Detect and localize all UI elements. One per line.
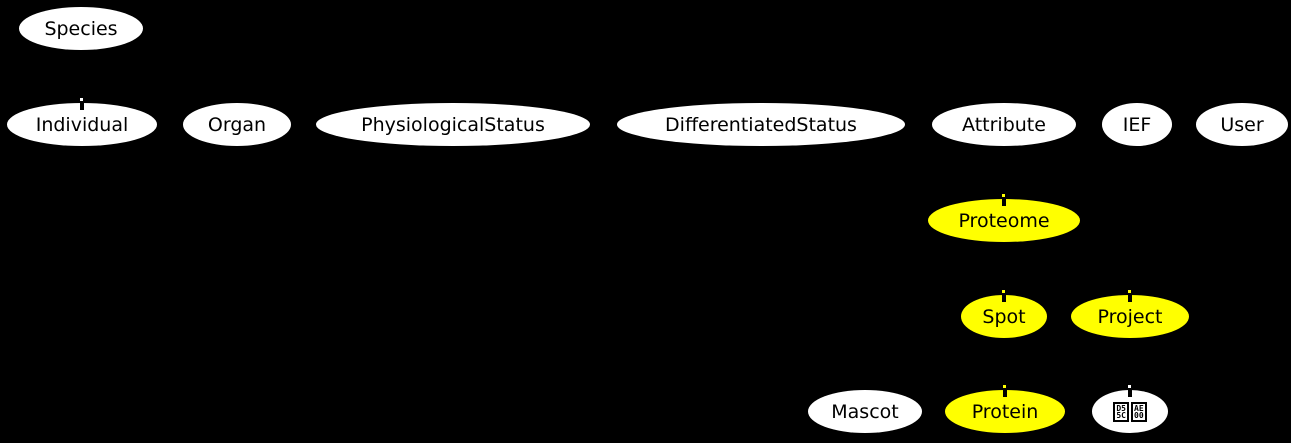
- node-individual[interactable]: Individual: [7, 103, 157, 146]
- node-protein[interactable]: Protein: [945, 390, 1065, 433]
- missing-glyph-box-ae00: AE 00: [1131, 401, 1147, 422]
- edge-arrowhead-artifact: [1002, 294, 1006, 302]
- node-protein-label: Protein: [971, 400, 1039, 423]
- node-physiological-status[interactable]: PhysiologicalStatus: [316, 103, 590, 146]
- edge-arrowhead-artifact: [1002, 290, 1005, 293]
- node-physiological-status-label: PhysiologicalStatus: [361, 113, 545, 136]
- node-individual-label: Individual: [35, 113, 129, 136]
- node-species[interactable]: Species: [19, 7, 143, 50]
- edge-arrowhead-artifact: [80, 98, 83, 101]
- edge-arrowhead-artifact: [80, 102, 84, 110]
- node-project-label: Project: [1097, 305, 1163, 328]
- node-user[interactable]: User: [1196, 103, 1288, 146]
- missing-glyph-label: D5 5C AE 00: [1113, 401, 1147, 422]
- node-ief[interactable]: IEF: [1102, 103, 1172, 146]
- node-organ-label: Organ: [207, 113, 267, 136]
- node-spot-label: Spot: [982, 305, 1026, 328]
- node-attribute[interactable]: Attribute: [932, 103, 1076, 146]
- node-species-label: Species: [44, 17, 118, 40]
- edge-arrowhead-artifact: [1128, 294, 1132, 302]
- edge-arrowhead-artifact: [1128, 389, 1132, 397]
- node-mascot-label: Mascot: [831, 400, 899, 423]
- node-mascot[interactable]: Mascot: [808, 390, 922, 433]
- missing-glyph-box-d55c: D5 5C: [1113, 401, 1129, 422]
- node-user-label: User: [1220, 113, 1264, 136]
- edge-arrowhead-artifact: [1003, 385, 1006, 388]
- node-hangul[interactable]: D5 5C AE 00: [1092, 390, 1168, 433]
- node-proteome-label: Proteome: [958, 209, 1050, 232]
- edge-arrowhead-artifact: [1128, 290, 1131, 293]
- edge-arrowhead-artifact: [1002, 194, 1005, 197]
- node-project[interactable]: Project: [1071, 295, 1189, 338]
- edge-arrowhead-artifact: [1128, 385, 1131, 388]
- node-proteome[interactable]: Proteome: [928, 199, 1080, 242]
- node-attribute-label: Attribute: [962, 113, 1046, 136]
- node-spot[interactable]: Spot: [961, 295, 1047, 338]
- node-differentiated-status[interactable]: DifferentiatedStatus: [617, 103, 905, 146]
- edge-arrowhead-artifact: [1002, 198, 1006, 206]
- edge-arrowhead-artifact: [1003, 389, 1007, 397]
- node-organ[interactable]: Organ: [183, 103, 291, 146]
- node-differentiated-status-label: DifferentiatedStatus: [665, 113, 857, 136]
- node-ief-label: IEF: [1122, 113, 1152, 136]
